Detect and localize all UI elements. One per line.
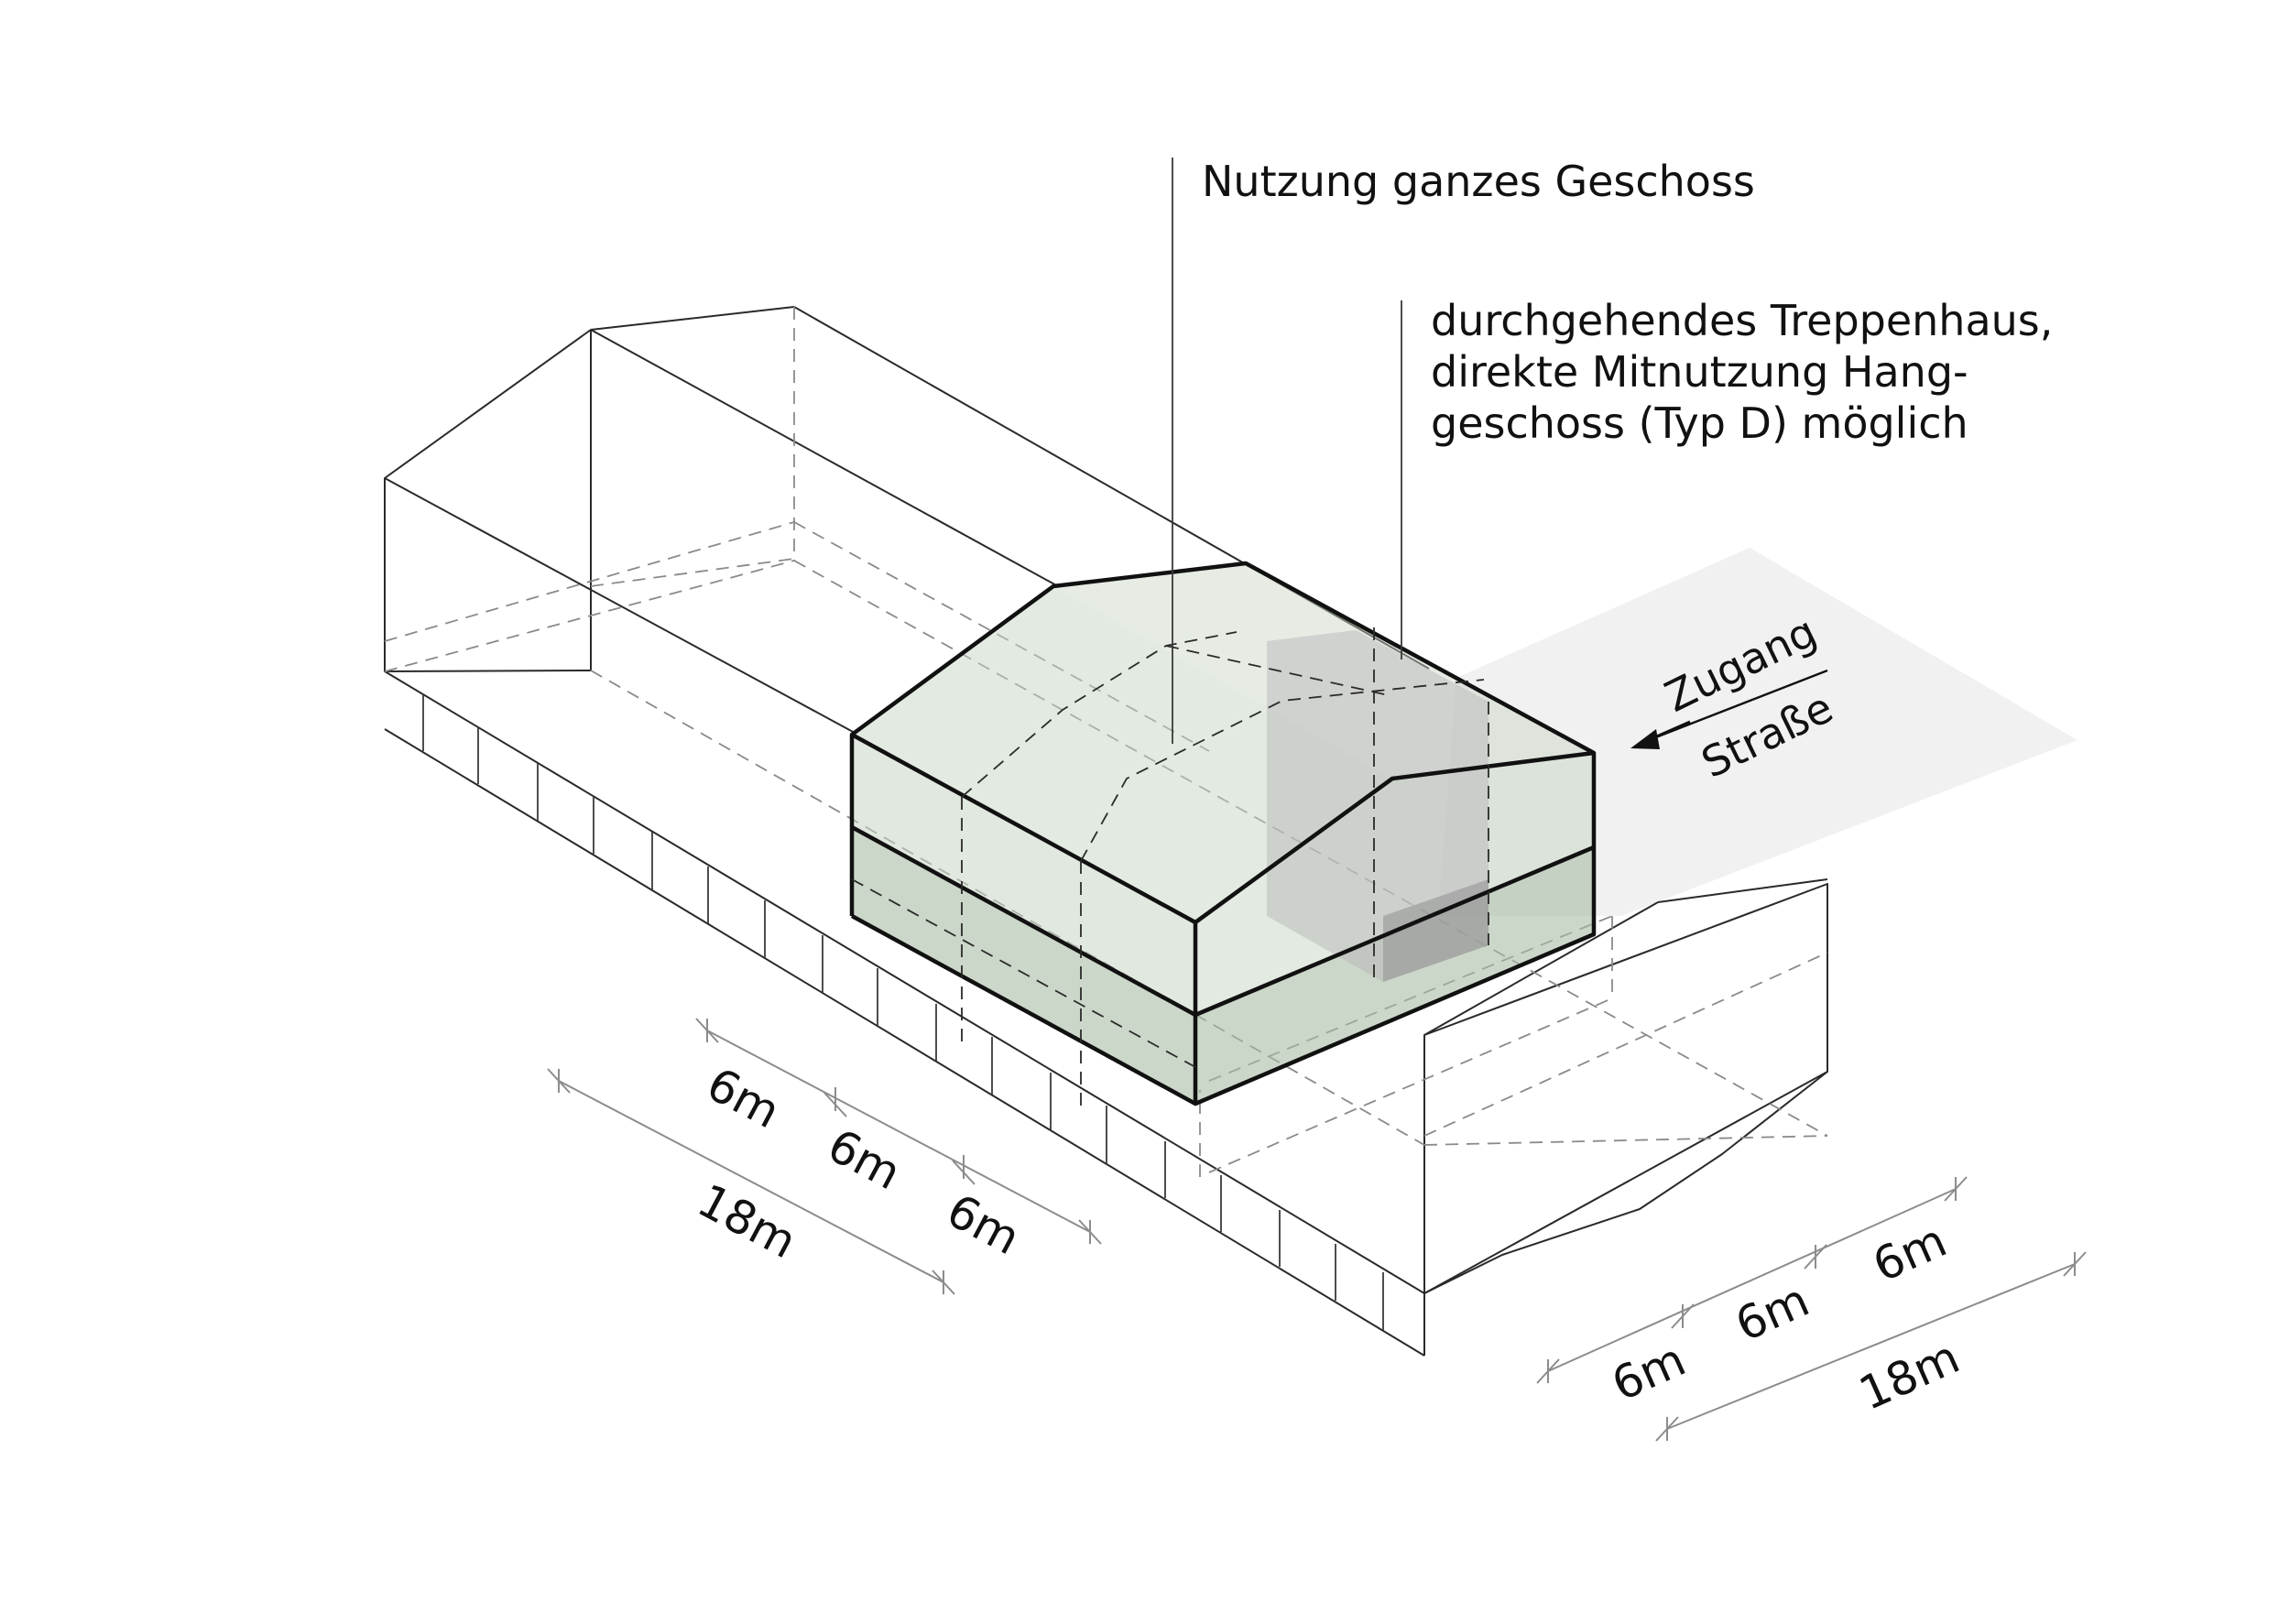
dim-left-seg1: 6m — [698, 1057, 788, 1139]
lower-floor-front — [852, 827, 1195, 1104]
highlighted-volume — [849, 561, 1597, 1108]
stair-core — [1267, 630, 1488, 982]
dim-right-seg3: 6m — [1865, 1214, 1954, 1292]
label-stair-line3: geschoss (Typ D) möglich — [1431, 398, 1968, 448]
plinth-piers — [422, 694, 1384, 1330]
building-outline — [384, 306, 1828, 1357]
access-arrow-icon — [1630, 729, 1660, 749]
dim-right-total: 18m — [1851, 1330, 1967, 1421]
stair-core-shadow — [1383, 879, 1488, 982]
label-usage: Nutzung ganzes Geschoss — [1202, 157, 1755, 206]
gable-left — [384, 329, 592, 672]
dimension-left: 6m 6m 6m 18m — [547, 1018, 1102, 1295]
access-zone-shade — [1438, 548, 2077, 916]
upper-floor-front — [852, 735, 1195, 1015]
dim-right-seg1: 6m — [1604, 1333, 1693, 1411]
label-stair-line2: direkte Mitnutzung Hang- — [1431, 347, 1968, 397]
dim-left-seg3: 6m — [938, 1183, 1028, 1265]
dim-left-total: 18m — [689, 1173, 804, 1269]
dim-left-seg2: 6m — [819, 1118, 909, 1200]
roof-front — [852, 586, 1392, 922]
label-stair-line1: durchgehendes Treppenhaus, — [1431, 296, 2053, 345]
